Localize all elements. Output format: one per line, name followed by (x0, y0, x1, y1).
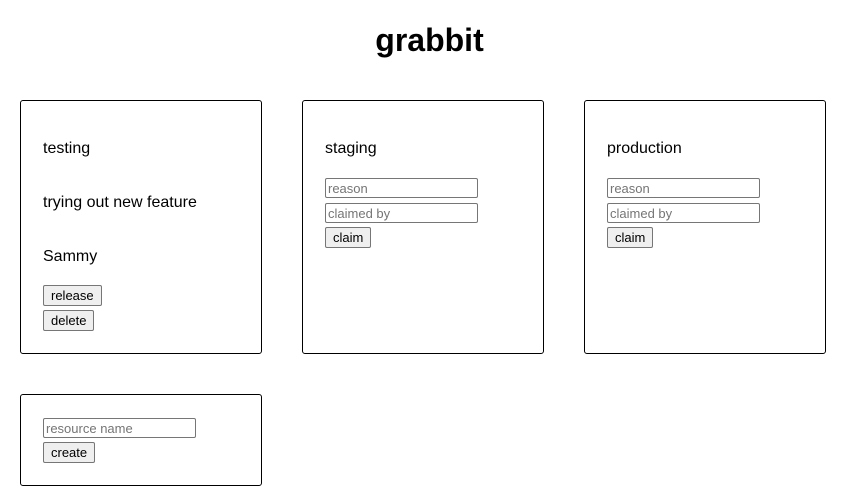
resource-name: staging (325, 140, 377, 157)
resource-name: testing (43, 140, 91, 157)
claim-button[interactable]: claim (325, 227, 372, 248)
resource-name: production (607, 140, 682, 157)
claim-button[interactable]: claim (607, 227, 654, 248)
resource-card-production: production claim (584, 100, 826, 354)
claimed-by-input[interactable] (607, 203, 760, 223)
claim-reason: trying out new feature (43, 194, 197, 211)
create-resource-card: create (20, 394, 262, 486)
resource-card-staging: staging claim (302, 100, 544, 354)
release-button[interactable]: release (43, 285, 102, 306)
app-title: grabbit (375, 22, 484, 58)
reason-input[interactable] (607, 178, 760, 198)
claimed-by-input[interactable] (325, 203, 478, 223)
delete-button[interactable]: delete (43, 310, 95, 331)
claimed-by: Sammy (43, 248, 98, 265)
resource-name-input[interactable] (43, 418, 196, 438)
reason-input[interactable] (325, 178, 478, 198)
resource-card-testing: testing trying out new feature Sammy rel… (20, 100, 262, 354)
create-button[interactable]: create (43, 442, 96, 463)
